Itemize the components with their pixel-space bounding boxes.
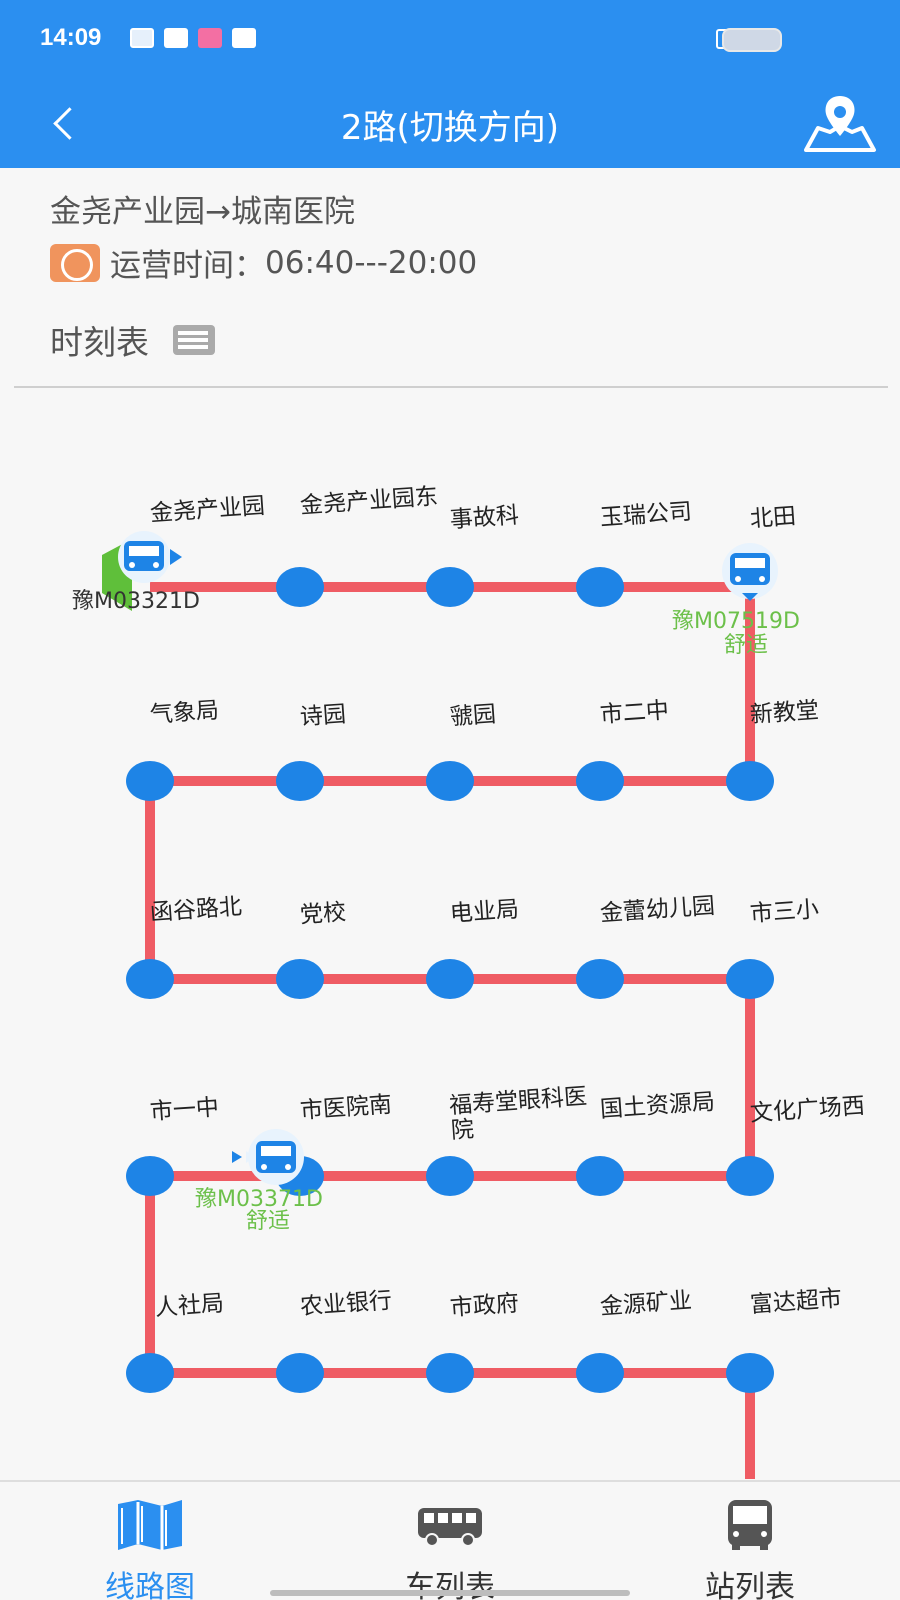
status-bar: 14:09 × xyxy=(0,0,900,80)
stop-dot[interactable] xyxy=(726,1156,774,1196)
route-map: 金尧产业园 金尧产业园东 事故科 玉瑞公司 北田 新教堂 市二中 虢园 诗园 气… xyxy=(0,389,900,1479)
stop-label: 新教堂 xyxy=(749,697,820,729)
app-icon xyxy=(198,28,222,48)
stop-label: 事故科 xyxy=(449,502,520,534)
status-time: 14:09 xyxy=(40,24,102,51)
stop-dot[interactable] xyxy=(726,1353,774,1393)
stop-label: 电业局 xyxy=(449,896,520,928)
stop-dot[interactable] xyxy=(276,761,324,801)
stop-dot[interactable] xyxy=(276,567,324,607)
stop-label: 市二中 xyxy=(599,697,670,729)
battery-icon xyxy=(722,28,782,52)
stop-label: 人社局 xyxy=(154,1290,225,1322)
tab-label: 线路图 xyxy=(105,1570,195,1600)
list-icon xyxy=(173,325,215,355)
stop-dot[interactable] xyxy=(426,959,474,999)
app-bar: 2路(切换方向) xyxy=(0,80,900,168)
stop-label: 北田 xyxy=(749,503,797,533)
clock-icon xyxy=(50,243,100,282)
sim-icon xyxy=(130,28,154,48)
route-direction: 金尧产业园→城南医院 xyxy=(50,194,355,230)
stop-label: 市政府 xyxy=(449,1290,520,1322)
stop-dot[interactable] xyxy=(576,761,624,801)
stop-dot[interactable] xyxy=(126,1156,174,1196)
bottom-nav: 线路图 车列表 站列表 xyxy=(0,1480,900,1600)
route-info: 金尧产业园→城南医院 运营时间： 06:40---20:00 时刻表 xyxy=(0,168,900,388)
vehicle-comfort: 舒适 xyxy=(724,633,769,658)
stop-dot[interactable] xyxy=(126,1353,174,1393)
route-diagram xyxy=(126,567,774,1479)
stop-dot[interactable] xyxy=(126,761,174,801)
bus-marker-icon[interactable] xyxy=(96,527,192,619)
app-icon xyxy=(164,28,188,48)
bus-marker-icon[interactable] xyxy=(718,539,782,603)
divider xyxy=(14,386,888,388)
stop-dot[interactable] xyxy=(276,959,324,999)
bus-side-icon xyxy=(418,1508,482,1547)
stop-dot[interactable] xyxy=(726,761,774,801)
page-title[interactable]: 2路(切换方向) xyxy=(340,108,560,148)
stop-label: 福寿堂眼科医院 xyxy=(448,1083,588,1145)
tab-label: 站列表 xyxy=(705,1570,795,1600)
stop-dot[interactable] xyxy=(276,1353,324,1393)
vehicle-comfort: 舒适 xyxy=(246,1209,291,1234)
tab-stop-list[interactable]: 站列表 xyxy=(650,1492,850,1600)
stop-label: 诗园 xyxy=(299,701,347,731)
vehicle-plate: 豫M07519D xyxy=(672,609,800,634)
vehicle-plate: 豫M03371D xyxy=(195,1187,323,1212)
bus-front-icon xyxy=(728,1500,772,1550)
hours-label: 运营时间： xyxy=(110,248,265,284)
stop-dot[interactable] xyxy=(576,567,624,607)
telegram-icon xyxy=(232,28,256,48)
stop-label: 气象局 xyxy=(149,697,220,729)
bus-marker-icon[interactable] xyxy=(228,1129,312,1189)
stop-dot[interactable] xyxy=(426,1353,474,1393)
map-location-icon[interactable] xyxy=(800,88,880,158)
status-notification-icons xyxy=(130,28,256,48)
stop-label: 党校 xyxy=(299,899,347,929)
tab-route-map[interactable]: 线路图 xyxy=(50,1492,250,1600)
stop-dot[interactable] xyxy=(576,1156,624,1196)
stop-dot[interactable] xyxy=(426,567,474,607)
stop-dot[interactable] xyxy=(426,761,474,801)
stop-label: 虢园 xyxy=(449,701,497,731)
hours-value: 06:40---20:00 xyxy=(265,244,478,281)
map-icon xyxy=(118,1500,182,1550)
stop-label: 市三小 xyxy=(749,896,820,928)
stop-dot[interactable] xyxy=(126,959,174,999)
stop-dot[interactable] xyxy=(576,959,624,999)
vehicle-plate: 豫M03321D xyxy=(72,589,200,614)
stop-dot[interactable] xyxy=(426,1156,474,1196)
tab-vehicle-list[interactable]: 车列表 xyxy=(350,1492,550,1600)
operating-hours: 运营时间： 06:40---20:00 xyxy=(50,240,477,285)
timetable-label: 时刻表 xyxy=(50,323,149,362)
stop-dot[interactable] xyxy=(576,1353,624,1393)
stop-label: 市一中 xyxy=(149,1094,220,1126)
home-indicator xyxy=(270,1590,630,1596)
stop-dot[interactable] xyxy=(726,959,774,999)
timetable-link[interactable]: 时刻表 xyxy=(50,316,215,364)
